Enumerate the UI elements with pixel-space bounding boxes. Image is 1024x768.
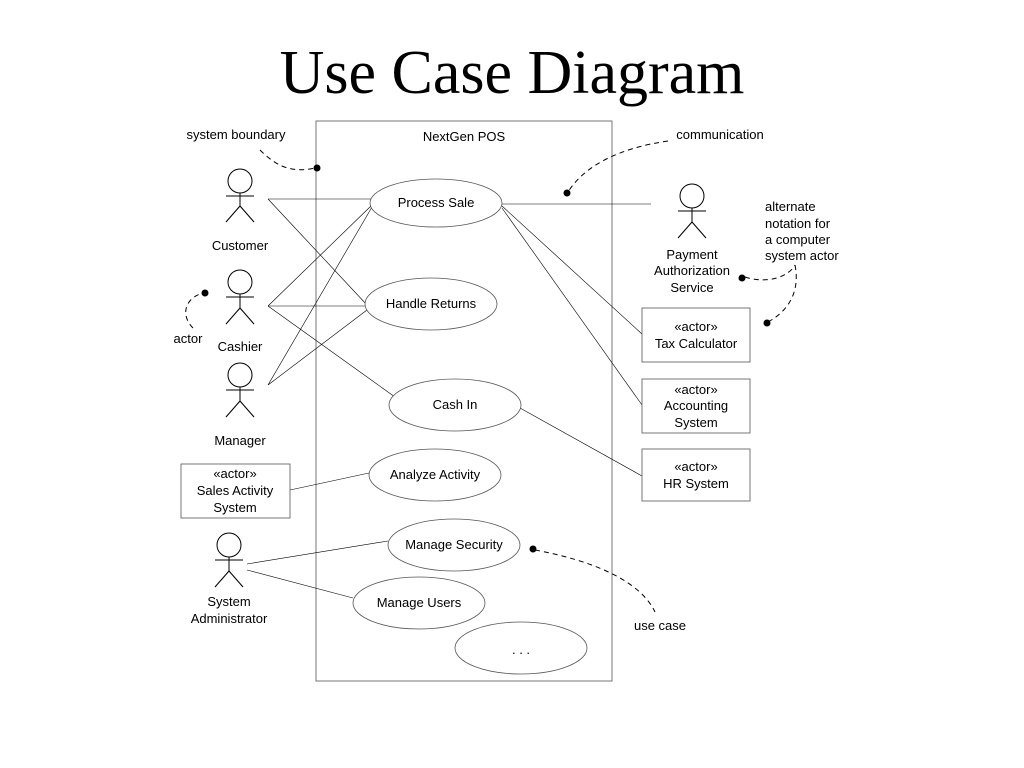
use-case-more[interactable]: . . . (454, 621, 588, 675)
use-case-label: Analyze Activity (390, 467, 481, 482)
actor-label: Sales Activity (197, 483, 274, 498)
annotation-dot (763, 319, 771, 327)
stereotype-label: «actor» (213, 466, 256, 481)
actor-manager[interactable]: Manager (214, 362, 266, 448)
annotation-communication: communication (563, 127, 764, 197)
annotation-pointer (744, 264, 796, 281)
annotation-dot (529, 545, 537, 553)
use-case-label: Process Sale (398, 195, 475, 210)
system-name: NextGen POS (423, 129, 506, 144)
annotation-pointer (185, 292, 204, 329)
annotation-label: system actor (765, 248, 839, 263)
annotation-label: use case (634, 618, 686, 633)
annotation-label: system boundary (187, 127, 286, 142)
actor-hr-system[interactable]: «actor» HR System (641, 448, 751, 502)
stick-figure-icon (225, 269, 255, 325)
actor-tax-calculator[interactable]: «actor» Tax Calculator (641, 307, 751, 363)
annotation-alternate-notation: alternate notation for a computer system… (738, 199, 839, 327)
actor-label: Service (670, 280, 713, 295)
use-case-cash-in[interactable]: Cash In (388, 378, 522, 432)
stick-figure-icon (225, 168, 255, 223)
actor-label: Payment (666, 247, 718, 262)
stick-figure-icon (225, 362, 255, 418)
annotation-label: communication (676, 127, 763, 142)
actor-label: Cashier (218, 339, 263, 354)
annotation-label: actor (174, 331, 204, 346)
slide-title: Use Case Diagram (279, 39, 745, 107)
stereotype-label: «actor» (674, 319, 717, 334)
stick-figure-icon (677, 183, 707, 239)
use-case-manage-users[interactable]: Manage Users (352, 576, 486, 630)
use-case-analyze-activity[interactable]: Analyze Activity (368, 448, 502, 502)
actor-customer[interactable]: Customer (212, 168, 269, 253)
actor-label: Customer (212, 238, 269, 253)
annotation-dot (201, 289, 209, 297)
actor-label: Authorization (654, 263, 730, 278)
stereotype-label: «actor» (674, 459, 717, 474)
annotation-pointer (259, 149, 317, 171)
annotation-use-case: use case (529, 545, 686, 633)
actor-label: Accounting (664, 398, 728, 413)
actor-label: HR System (663, 476, 729, 491)
use-case-label: Cash In (433, 397, 478, 412)
use-case-label: Manage Users (377, 595, 462, 610)
use-case-label: Manage Security (405, 537, 503, 552)
actor-label: Administrator (191, 611, 268, 626)
annotation-dot (313, 164, 321, 172)
actor-system-administrator[interactable]: System Administrator (191, 532, 268, 626)
annotation-pointer (767, 264, 797, 323)
use-case-label: . . . (512, 642, 530, 657)
actor-label: System (213, 500, 256, 515)
actor-sales-activity-system[interactable]: «actor» Sales Activity System (180, 463, 291, 519)
actor-cashier[interactable]: Cashier (218, 269, 263, 354)
stereotype-label: «actor» (674, 382, 717, 397)
annotation-pointer (567, 140, 669, 193)
annotation-dot (563, 189, 571, 197)
annotation-label: alternate (765, 199, 816, 214)
actor-label: Tax Calculator (655, 336, 738, 351)
actor-payment-authorization-service[interactable]: Payment Authorization Service (654, 183, 730, 295)
use-case-handle-returns[interactable]: Handle Returns (364, 277, 498, 331)
annotation-pointer (534, 549, 656, 613)
association-lines (246, 198, 651, 599)
use-case-process-sale[interactable]: Process Sale (369, 178, 503, 228)
use-case-manage-security[interactable]: Manage Security (387, 518, 521, 572)
annotation-label: notation for (765, 216, 831, 231)
actor-label: Manager (214, 433, 266, 448)
use-case-label: Handle Returns (386, 296, 477, 311)
annotation-dot (738, 274, 746, 282)
actor-accounting-system[interactable]: «actor» Accounting System (641, 378, 751, 434)
annotation-system-boundary: system boundary (187, 127, 321, 172)
annotation-actor: actor (174, 289, 209, 346)
stick-figure-icon (214, 532, 244, 588)
actor-label: System (207, 594, 250, 609)
actor-label: System (674, 415, 717, 430)
annotation-label: a computer (765, 232, 831, 247)
